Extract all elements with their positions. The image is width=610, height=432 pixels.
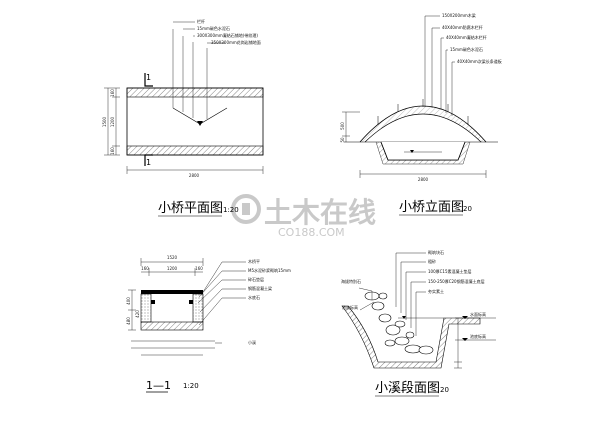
section-h3-label: 420 [135, 310, 140, 318]
bridge-plan-view: 栏杆 15mm碳色水泥石 300X300mm凝结石铺地(带纹理) 350X300… [102, 18, 264, 217]
stream-boulders [364, 291, 434, 355]
bridge-rail-bottom [126, 145, 264, 156]
stream-section-title: 小溪段面图 [375, 381, 440, 396]
plan-top-label: 160 [110, 89, 115, 97]
bridge-elev-note-2: 40X40mm防腐木栏杆 [442, 24, 483, 30]
section-note-2: M5水泥砂浆砌筑15mm [248, 267, 291, 273]
section-1-1-view: 1520 160 1200 160 400 480 420 [126, 255, 291, 393]
stream-bottom-level-label: 池底标高 [470, 333, 486, 339]
bridge-elev-note-4: 15mm碳色水泥石 [450, 46, 483, 52]
section-1-1-title: 1—1 [146, 379, 171, 392]
stream-bed-concrete [341, 305, 481, 369]
bridge-elevation-view: 150X200mm木梁 40X40mm防腐木栏杆 40X40mm凝结木栏杆 15… [340, 12, 502, 216]
bridge-rail-top [126, 87, 264, 98]
bridge-plan-note-4: 350X300mm花岗岩铺地面 [211, 39, 261, 45]
section-mark-bottom [144, 154, 153, 166]
bridge-elevation-title: 小桥立面图 [399, 200, 464, 215]
bridge-elev-note-5: 40X40mm次梁长条道板 [457, 58, 502, 64]
stream-note-2: 粗砂 [428, 258, 436, 264]
bridge-elev-note-1: 150X200mm木梁 [442, 12, 476, 18]
elevation-height-label: 500 [340, 122, 345, 130]
bridge-plan-note-1: 栏杆 [197, 18, 205, 24]
section-1-1-scale: 1:20 [183, 382, 199, 390]
section-note-1: 木桥平 [248, 258, 260, 264]
section-h2-label: 480 [126, 317, 131, 325]
section-note-6: 小溪 [248, 339, 256, 345]
section-mark-label-bottom: 1 [146, 158, 151, 167]
stream-section-scale: 20 [440, 386, 449, 394]
stream-section-view: 砌筑块石 粗砂 100厚C15素混凝土垫层 150-250厚C20钢筋混凝土底层… [341, 249, 496, 397]
stream-note-4: 150-250厚C20钢筋混凝土底层 [428, 278, 485, 284]
bridge-deck-outline [126, 87, 264, 156]
section-mark-label-top: 1 [146, 73, 151, 82]
watermark-logo: 土木在线 CO188.COM [231, 194, 376, 239]
bridge-plan-note-3: 300X300mm凝结石铺地(带纹理) [197, 32, 258, 38]
stream-note-1: 砌筑块石 [428, 249, 444, 255]
plan-width-label: 1500 [102, 116, 107, 127]
watermark-icon [231, 194, 261, 224]
bridge-plan-scale: 1:20 [223, 206, 239, 214]
stream-note-7: 池底标高 [342, 304, 358, 310]
bridge-arch-fill [360, 106, 486, 142]
section-left-abutment [140, 293, 152, 323]
bridge-arch-bottom [364, 113, 482, 143]
plan-inner-label: 1200 [110, 116, 115, 127]
section-deck [141, 290, 203, 294]
plan-bottom-label: 160 [110, 147, 115, 155]
section-h1-label: 400 [126, 297, 131, 305]
bridge-center-arrow [197, 121, 203, 126]
stream-note-3: 100厚C15素混凝土垫层 [428, 268, 472, 274]
bridge-elevation-scale: 20 [463, 205, 472, 213]
section-inner-label: 1200 [167, 266, 178, 271]
bridge-plan-note-2: 15mm碳色水泥石 [197, 25, 230, 31]
section-note-3: 碎石垫层 [248, 276, 264, 282]
elevation-length-label: 2800 [418, 177, 429, 182]
section-note-5: 水底石 [248, 294, 260, 300]
section-base-slab [140, 321, 204, 331]
section-total-label: 1520 [167, 255, 178, 260]
watermark-main-text: 土木在线 [264, 196, 376, 229]
section-b-label: 160 [195, 266, 203, 271]
watermark-sub-text: CO188.COM [278, 226, 345, 239]
plan-length-label: 2800 [189, 173, 200, 178]
section-right-abutment [192, 293, 204, 323]
stream-note-6: 海拔特别石 [341, 278, 361, 284]
bridge-railing-posts [377, 99, 469, 125]
section-a-label: 160 [141, 266, 149, 271]
stream-note-5: 夯实素土 [428, 288, 444, 294]
elevation-base-label: 50 [340, 137, 345, 143]
section-note-4: 钢筋混凝土梁 [248, 285, 272, 291]
section-mark-top [144, 73, 153, 87]
stream-water-level-label: 水面标高 [470, 311, 486, 317]
bridge-elev-note-3: 40X40mm凝结木栏杆 [446, 34, 487, 40]
bridge-plan-title: 小桥平面图 [158, 201, 223, 216]
